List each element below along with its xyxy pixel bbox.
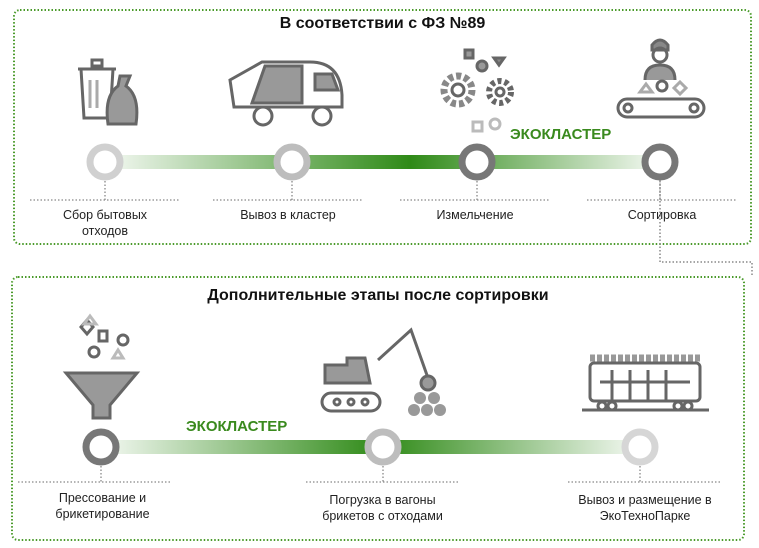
bottom-step-3-label: Вывоз и размещение в ЭкоТехноПарке	[578, 493, 712, 523]
bottom-step-1-label: Прессование и брикетирование	[55, 491, 150, 521]
bottom-node-2	[364, 428, 402, 466]
top-section-border	[13, 9, 752, 245]
garbage-truck-icon	[228, 60, 344, 127]
bottom-cluster-label: ЭКОКЛАСТЕР	[186, 418, 288, 435]
top-timeline-bar	[105, 155, 660, 169]
top-step-2-label: Вывоз в кластер	[240, 208, 336, 222]
bottom-step-2-label: Погрузка в вагоны брикетов с отходами	[322, 493, 443, 523]
top-step-4-label: Сортировка	[627, 208, 697, 222]
bottom-section-title: Дополнительные этапы после сортировки	[207, 287, 549, 304]
leader-lines	[18, 181, 737, 483]
trash-bag-icon	[78, 58, 139, 126]
bottom-node-3	[621, 428, 659, 466]
bottom-node-1	[82, 428, 120, 466]
top-cluster-label: ЭКОКЛАСТЕР	[510, 126, 612, 143]
top-node-2	[273, 143, 311, 181]
top-node-1	[86, 143, 124, 181]
bottom-section-border	[11, 276, 745, 541]
sorting-worker-icon	[616, 38, 706, 119]
top-node-4	[641, 143, 679, 181]
top-node-3	[458, 143, 496, 181]
top-step-3-label: Измельчение	[436, 208, 514, 222]
funnel-icon	[62, 313, 141, 420]
railcar-icon	[582, 354, 709, 412]
top-section-title: В соответствии с ФЗ №89	[279, 15, 486, 32]
top-step-1-label: Сбор бытовых отходов	[62, 208, 148, 238]
excavator-icon	[320, 327, 446, 416]
section-connector	[659, 180, 753, 277]
gears-icon	[440, 48, 514, 133]
